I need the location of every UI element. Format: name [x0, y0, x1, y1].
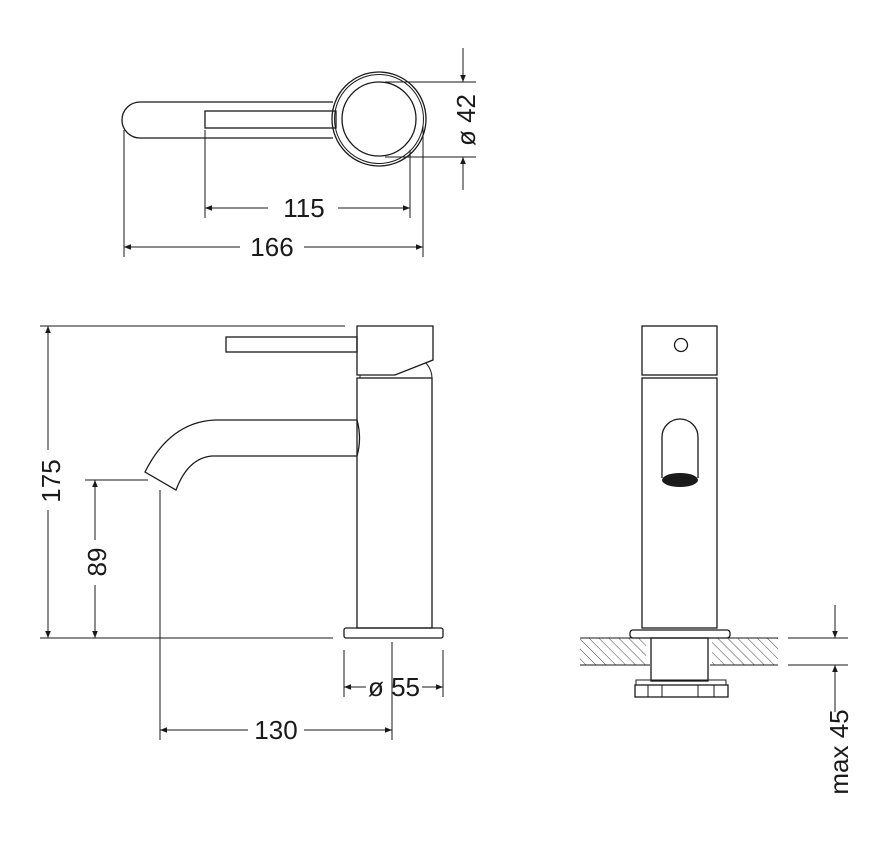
dim-overall-length: 166 [250, 232, 293, 262]
dim-max-counter-thickness: max 45 [824, 709, 854, 794]
dim-spout-reach: 130 [254, 715, 297, 745]
lever-side [225, 336, 358, 353]
body-front [641, 377, 718, 629]
base-plate-front [629, 629, 731, 639]
spout-opening [661, 418, 699, 478]
spout-side [144, 419, 361, 491]
dim-handle-diameter: ø 42 [451, 94, 481, 146]
dim-spout-height: 89 [82, 548, 112, 577]
side-view: 175 89 130 ø 55 [36, 325, 444, 745]
lever-slot [204, 110, 337, 129]
handle-cap-side [356, 325, 434, 376]
indicator-dot [673, 337, 689, 353]
mounting-shank [650, 637, 709, 682]
dim-lever-length: 115 [283, 193, 324, 223]
mounting-nut [634, 684, 729, 698]
handle-cap-front [641, 325, 718, 376]
body-side [356, 377, 433, 629]
handle-cap [341, 81, 417, 157]
handle-ring-inner [334, 74, 424, 164]
lever-outline [121, 101, 333, 139]
counter-left [580, 638, 646, 665]
counter-right [712, 638, 778, 665]
dim-base-diameter: ø 55 [368, 672, 420, 702]
base-plate-side [343, 627, 444, 639]
handle-outer-ring [331, 71, 427, 167]
dim-total-height: 175 [36, 459, 66, 502]
top-view: ø 42 115 166 [121, 48, 481, 262]
aerator [662, 473, 698, 487]
front-view: max 45 [580, 325, 854, 795]
